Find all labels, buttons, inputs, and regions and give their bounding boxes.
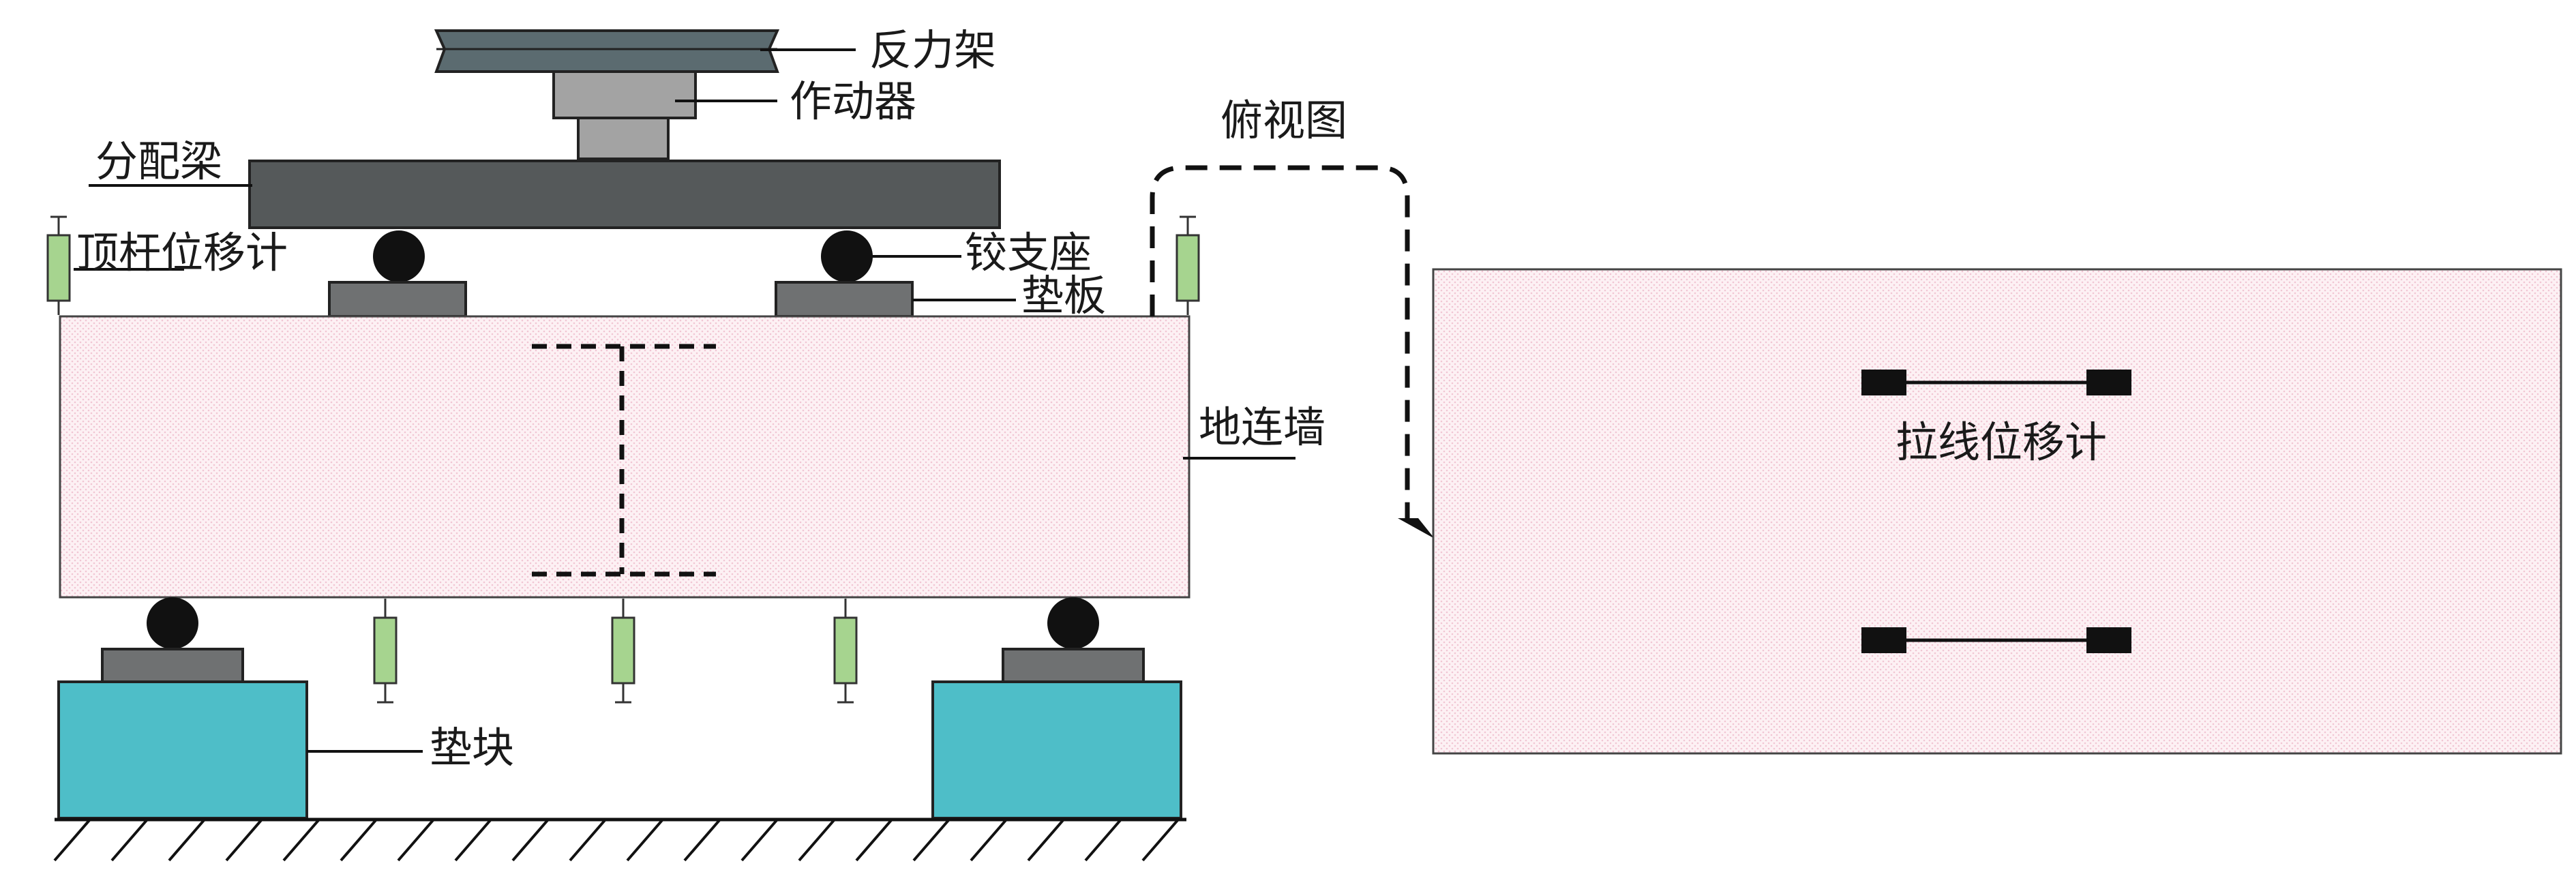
string-pot-lower <box>1861 627 2131 653</box>
pad-plate-label: 垫板 <box>1021 271 1106 320</box>
top-view-arrow-head <box>1398 518 1435 539</box>
top-view-label: 俯视图 <box>1220 95 1347 145</box>
top-rod-lvdt-label: 顶杆位移计 <box>76 228 288 278</box>
actuator-rod <box>577 117 670 160</box>
top-view-arrow <box>1150 165 1410 518</box>
pad-plate-top-left <box>328 281 467 318</box>
distribution-beam <box>248 160 1001 229</box>
pad-plate-bottom-left <box>101 648 244 683</box>
hinge-support-top-left <box>373 230 425 282</box>
ground-hatching <box>53 818 1180 862</box>
bottom-lvdt-2 <box>611 599 635 704</box>
pad-plate-bottom-right <box>1002 648 1145 683</box>
i-section-marker <box>532 344 716 577</box>
pad-plate-top-right <box>775 281 914 318</box>
reaction-frame <box>434 29 780 73</box>
hinge-support-bottom-right <box>1047 597 1099 649</box>
top-rod-lvdt-left <box>46 215 71 315</box>
diaphragm-wall-label: 地连墙 <box>1199 402 1326 452</box>
string-pot-upper <box>1861 370 2131 395</box>
actuator-label: 作动器 <box>790 76 916 126</box>
top-view-panel <box>1432 268 2562 755</box>
diaphragm-wall <box>59 315 1190 599</box>
string-pot-label: 拉线位移计 <box>1896 417 2107 467</box>
hinge-support-top-right <box>821 230 873 282</box>
reaction-frame-label: 反力架 <box>869 25 996 75</box>
hinge-support-label: 铰支座 <box>965 228 1092 278</box>
hinge-support-bottom-left <box>147 597 198 649</box>
bottom-lvdt-3 <box>833 599 858 704</box>
cushion-block-label: 垫块 <box>430 723 514 772</box>
top-rod-lvdt-right <box>1175 215 1200 315</box>
actuator-body <box>552 70 697 119</box>
cushion-block-right <box>931 680 1182 820</box>
cushion-block-left <box>57 680 308 820</box>
distribution-beam-label: 分配梁 <box>95 136 222 186</box>
bottom-lvdt-1 <box>373 599 398 704</box>
